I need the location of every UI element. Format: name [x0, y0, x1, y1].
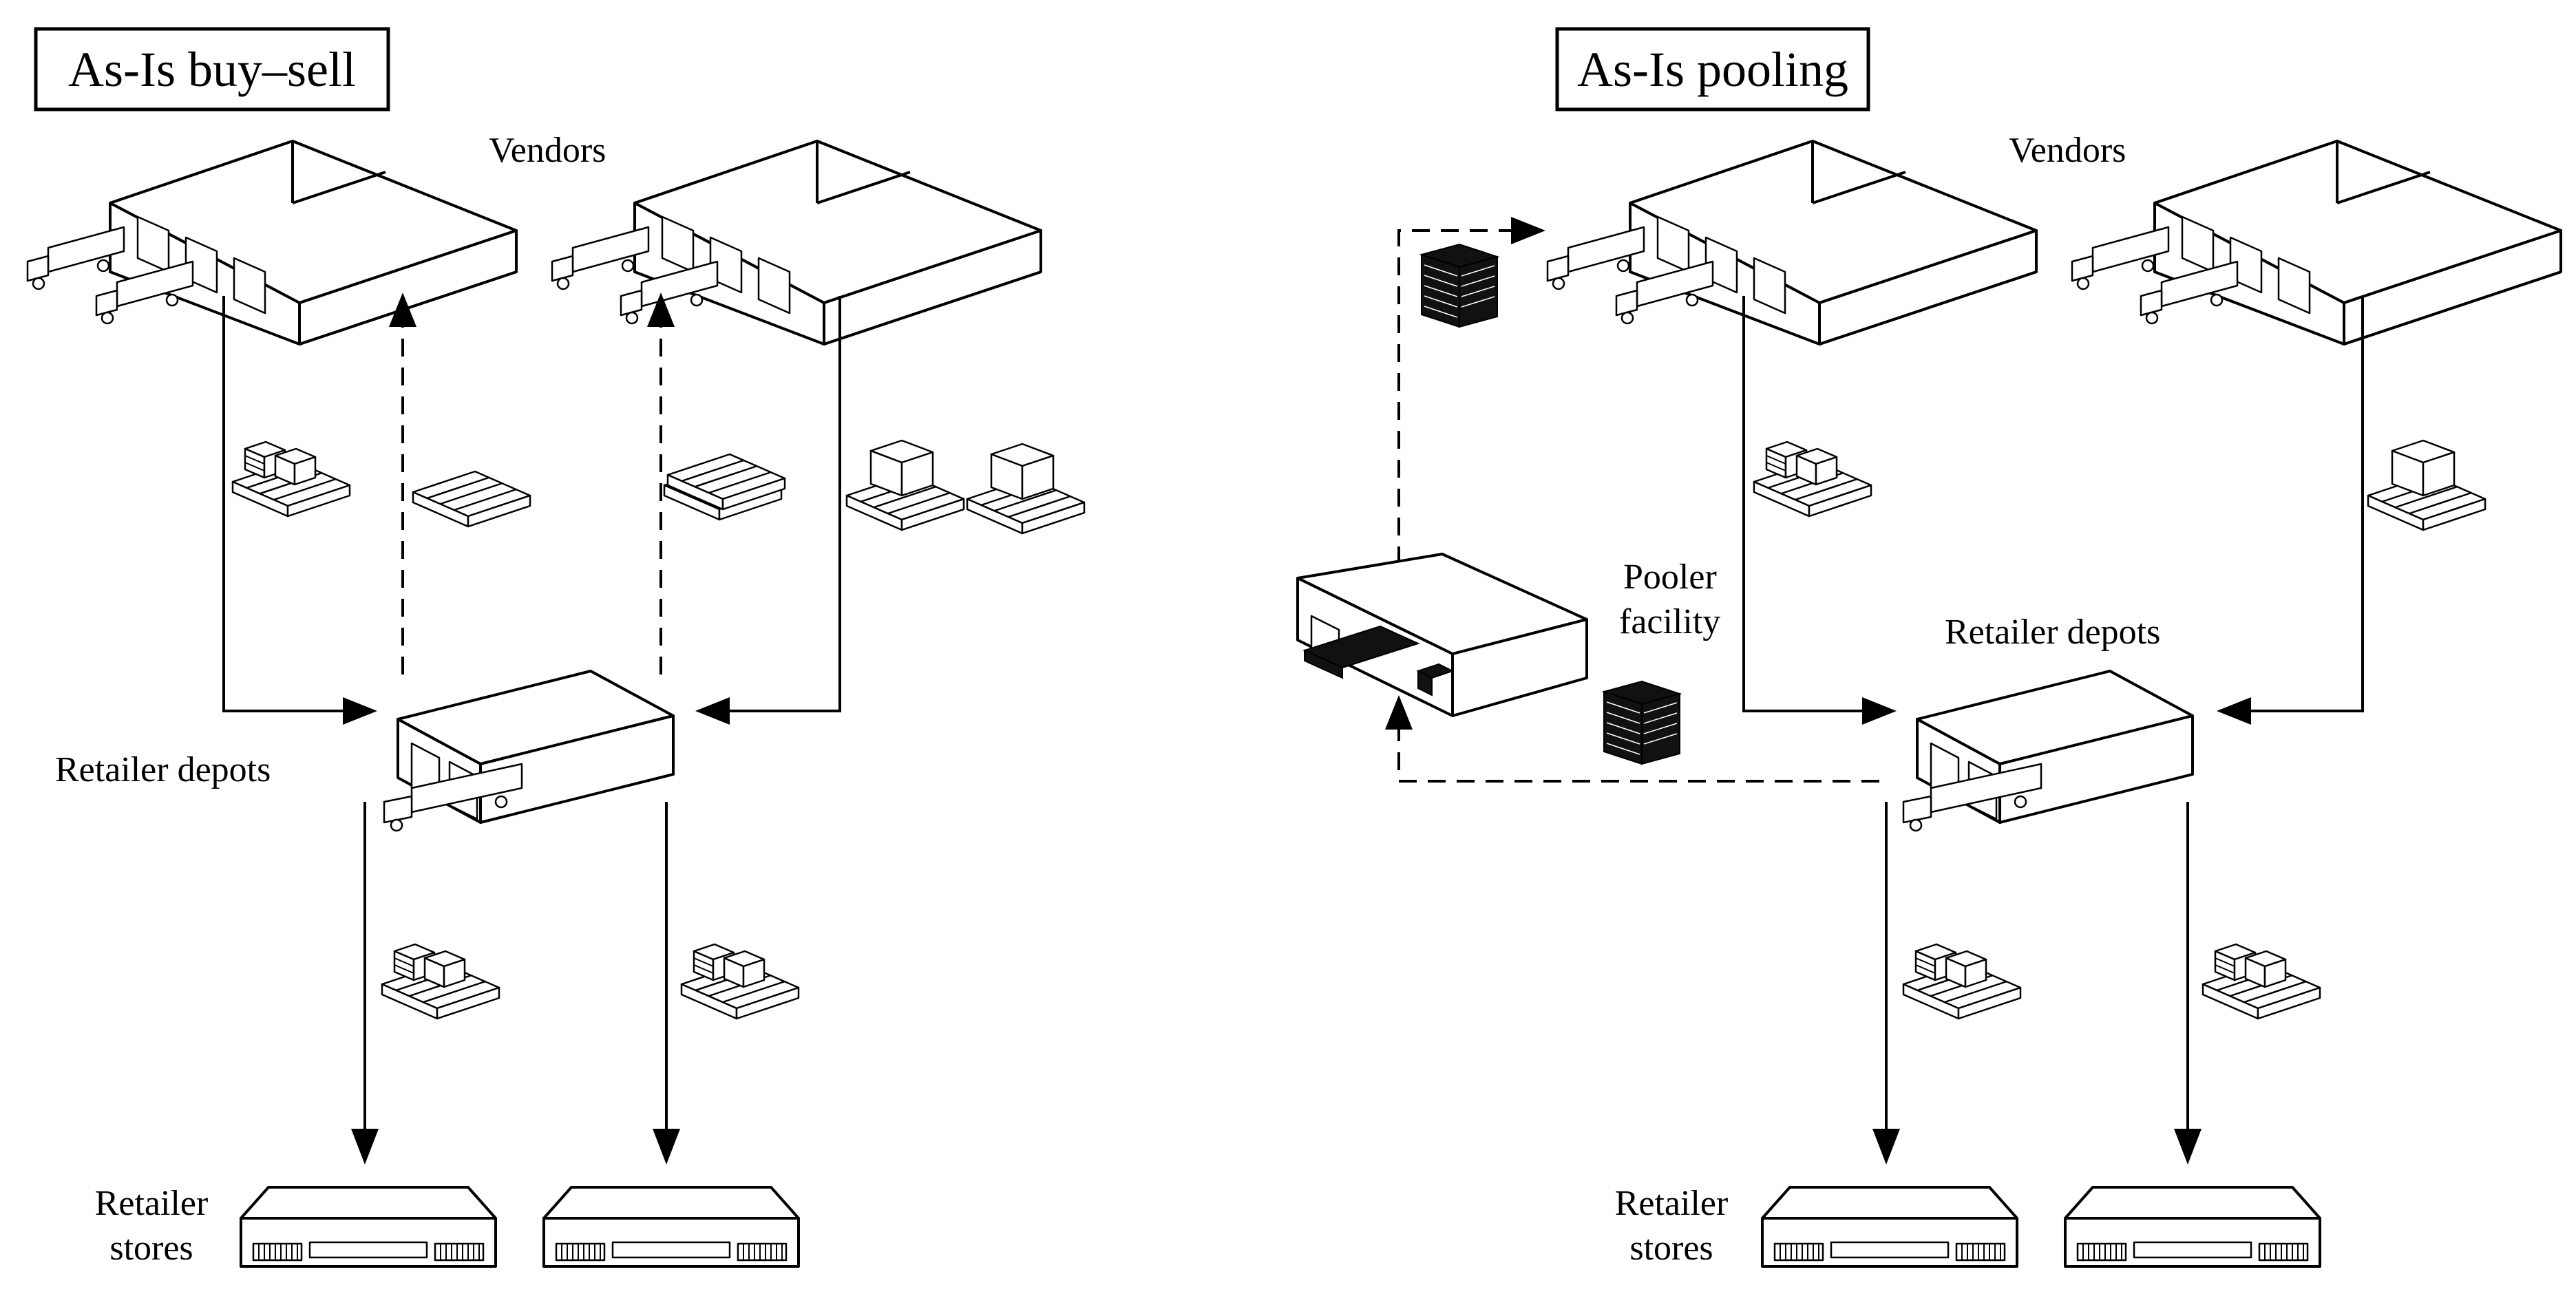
- right-store-2: [2064, 1186, 2321, 1268]
- right-retailer-depot: [1902, 670, 2194, 832]
- left-title: As-Is buy–sell: [68, 42, 356, 97]
- right-depot-label: Retailer depots: [1945, 613, 2160, 652]
- left-store-arrowhead-1: [351, 1129, 379, 1165]
- left-vendor-2: [551, 140, 1042, 346]
- left-store-2: [542, 1186, 800, 1268]
- right-store-pallet-1: [1903, 944, 2020, 1019]
- left-store-pallet-2: [682, 944, 799, 1019]
- right-panel: As-Is pooling Vendors Pooler facility Re…: [1296, 27, 2562, 1268]
- left-store-1: [240, 1186, 497, 1268]
- left-stores-label-2: stores: [109, 1229, 193, 1268]
- right-pallet-stack-top: [1421, 244, 1498, 328]
- left-flow-vendor1-to-depot: [222, 296, 343, 712]
- right-pooler-facility: [1296, 553, 1588, 717]
- left-store-pallet-1: [382, 944, 499, 1019]
- right-store-1: [1761, 1186, 2018, 1268]
- right-vendor-1: [1546, 140, 2038, 346]
- left-retailer-depot: [383, 670, 675, 832]
- right-flow-vendor2-to-depot: [2251, 296, 2364, 712]
- left-return-arrowhead-1: [389, 293, 416, 327]
- left-flow-vendor2-to-depot: [730, 296, 841, 712]
- left-vendors-label: Vendors: [489, 131, 606, 170]
- right-store-arrowhead-1: [1872, 1129, 1900, 1165]
- right-depot-to-pooler: [1397, 730, 1879, 783]
- right-title: As-Is pooling: [1577, 42, 1848, 97]
- left-title-box: [34, 27, 390, 111]
- right-pooler-vendor-arrowhead: [1511, 217, 1545, 244]
- left-panel: As-Is buy–sell Vendors Retailer depots: [26, 27, 1084, 1268]
- right-pooler-label-2: facility: [1619, 602, 1720, 641]
- left-box-pallet-1: [847, 440, 964, 530]
- right-flow-vendor1-to-depot: [1742, 296, 1862, 712]
- left-return-arrowhead-2: [647, 293, 675, 327]
- right-vendor-2: [2071, 140, 2562, 346]
- right-vendors-label: Vendors: [2009, 131, 2126, 170]
- left-store-arrowhead-2: [653, 1129, 680, 1165]
- right-pallet-stack-bottom: [1603, 681, 1680, 765]
- left-depot-label: Retailer depots: [55, 750, 271, 789]
- right-title-box: [1555, 27, 1870, 111]
- left-arrowhead-vendor1: [343, 697, 377, 725]
- right-pooler-to-vendor: [1397, 229, 1511, 564]
- left-vendor-1: [26, 140, 518, 346]
- right-pooler-label-1: Pooler: [1623, 557, 1717, 597]
- right-box-pallet-1: [2368, 440, 2485, 530]
- right-stores-label-2: stores: [1629, 1229, 1713, 1268]
- left-stores-label-1: Retailer: [95, 1184, 209, 1223]
- left-arrowhead-vendor2: [695, 697, 730, 725]
- right-loaded-pallet-1: [1754, 442, 1871, 516]
- right-arrowhead-vendor2: [2217, 697, 2251, 725]
- right-store-arrowhead-2: [2174, 1129, 2202, 1165]
- right-stores-label-1: Retailer: [1615, 1184, 1729, 1223]
- left-box-pallet-2: [967, 444, 1084, 533]
- left-loaded-pallet-1: [233, 442, 350, 516]
- right-arrowhead-vendor1: [1862, 697, 1897, 725]
- right-depot-pooler-arrowhead: [1385, 695, 1413, 730]
- left-empty-pallet-1: [412, 470, 531, 528]
- right-store-pallet-2: [2203, 944, 2320, 1019]
